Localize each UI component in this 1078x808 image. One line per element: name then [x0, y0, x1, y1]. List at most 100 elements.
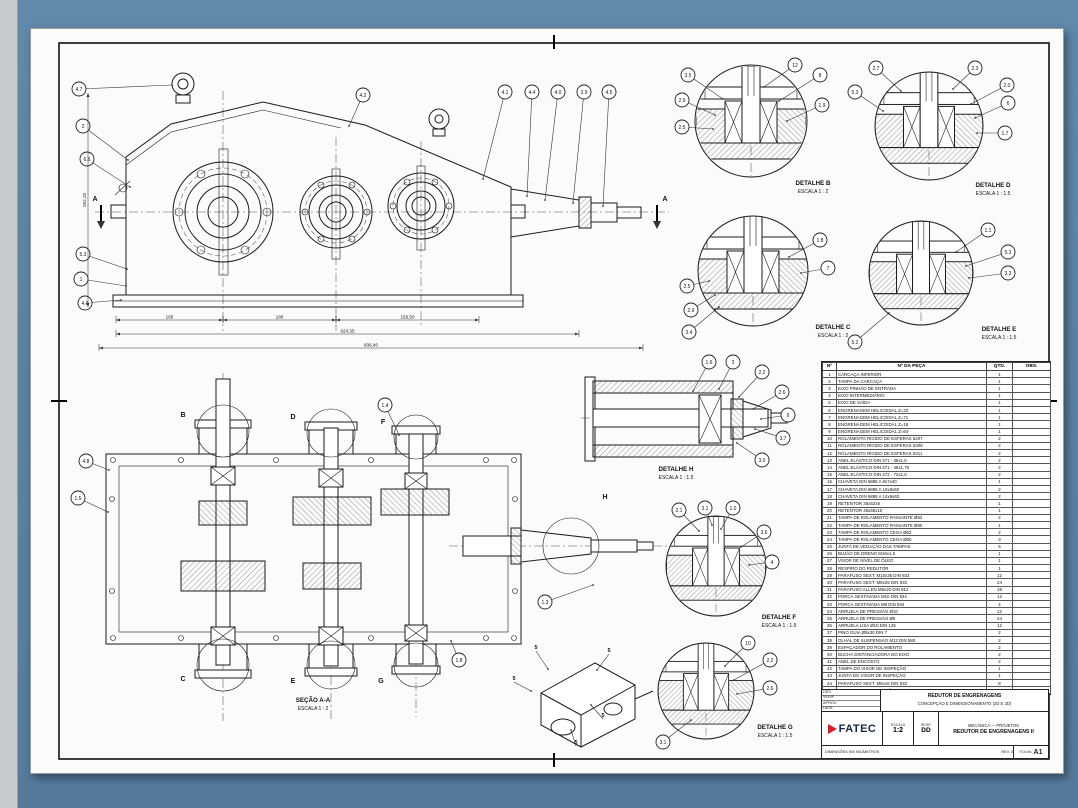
balloon-2.6: 2.6 [736, 680, 778, 696]
svg-text:1.1: 1.1 [985, 228, 992, 234]
balloon-4.0: 4.0 [544, 84, 566, 201]
bom-cell: TAMPA DA CARCAÇA [836, 377, 987, 386]
bom-cell: 43 [822, 671, 837, 681]
bom-cell [1012, 441, 1051, 451]
balloon-6: 6 [974, 95, 1016, 119]
svg-text:165: 165 [166, 314, 174, 319]
svg-text:3.0: 3.0 [759, 458, 766, 464]
svg-text:4.4: 4.4 [529, 90, 536, 96]
bom-cell: 24 [822, 535, 837, 544]
bom-cell: 24 [986, 614, 1013, 623]
bom-cell [1012, 528, 1051, 537]
bom-cell: 1 [986, 671, 1013, 681]
svg-text:DETALHE B: DETALHE B [796, 180, 831, 187]
bom-cell [1012, 679, 1051, 688]
bom-cell [1012, 535, 1051, 544]
detail-letter-H: H [602, 494, 607, 501]
svg-text:4.2: 4.2 [360, 93, 367, 99]
svg-text:ESCALA 1 : 1.5: ESCALA 1 : 1.5 [976, 191, 1011, 197]
bom-cell: 1 [986, 413, 1013, 422]
balloon-1.6: 1.6 [692, 354, 717, 392]
bom-cell: 2 [986, 513, 1013, 522]
bom-cell [1012, 434, 1051, 443]
bom-cell: 1 [986, 405, 1013, 415]
bom-cell [1012, 499, 1051, 508]
bom-cell [1012, 377, 1051, 386]
bom-cell: 25 [822, 542, 837, 551]
bom-cell [1012, 549, 1051, 558]
balloon-2.9: 2.9 [674, 92, 716, 116]
bom-cell [1012, 413, 1051, 422]
bom-cell: 2 [986, 441, 1013, 451]
bom-cell: 11 [822, 441, 837, 451]
bom-cell: 12 [986, 607, 1013, 616]
detail-d-view [874, 71, 984, 181]
detail-letter-B: B [180, 412, 185, 419]
bom-cell: CHAVETA DIN 6885 A 8x7x40 [836, 477, 987, 487]
bom-cell: 9 [822, 427, 837, 436]
bom-cell: EIXO INTERMEDIÁRIO [836, 391, 987, 400]
bom-cell: 2 [986, 456, 1013, 465]
bom-cell: ARRUELA LISA Ø10 DIN 125 [836, 621, 987, 630]
bom-cell: 4 [986, 599, 1013, 609]
svg-text:ESCALA 1 : 2: ESCALA 1 : 2 [798, 189, 829, 195]
bom-cell: ANEL DE ENCOSTO [836, 657, 987, 666]
balloon-2.5: 2.5 [674, 119, 714, 135]
bom-cell: TAMPA DE ROLAMENTO PASSANTE Ø62 [836, 513, 987, 522]
detail-e-view [868, 220, 974, 326]
front-view: A A [92, 72, 669, 331]
svg-text:3.1: 3.1 [660, 740, 667, 746]
bom-cell: 2 [986, 650, 1013, 659]
bom-cell: ENGRENAGEM HELICOIDAL Z=71 [836, 413, 987, 422]
bom-cell: 8 [822, 420, 837, 429]
bom-cell [1012, 477, 1051, 487]
balloon-4.1: 4.1 [482, 84, 513, 180]
bom-cell [1012, 650, 1051, 659]
svg-text:2: 2 [82, 124, 85, 130]
svg-text:5: 5 [574, 740, 577, 746]
bom-cell: 28 [822, 564, 837, 573]
view-label-DETALHE B: DETALHE B ESCALA 1 : 2 [796, 180, 831, 195]
callout-5: 5 [596, 648, 611, 671]
balloon-5.3: 5.3 [847, 84, 884, 112]
bom-cell [1012, 391, 1051, 400]
balloon-2.5: 2.5 [679, 278, 710, 294]
bom-cell: 29 [822, 571, 837, 580]
svg-text:2.6: 2.6 [779, 390, 786, 396]
svg-text:4.8: 4.8 [83, 459, 90, 465]
svg-text:ESCALA 1 : 1.5: ESCALA 1 : 1.5 [982, 335, 1017, 341]
bom-cell: 35 [822, 614, 837, 623]
bom-cell: 1 [986, 391, 1013, 400]
view-label-SEÇÃO A-A: SEÇÃO A-AESCALA 1 : 2 [296, 697, 331, 712]
bom-cell: 1 [986, 377, 1013, 386]
bom-cell [1012, 599, 1051, 609]
bom-cell: TAMPA DE ROLAMENTO PASSANTE Ø80 [836, 520, 987, 530]
callout-5: 5 [590, 704, 605, 720]
window-left-strip [0, 0, 18, 808]
dimension-624,35: 624,35 [115, 328, 580, 337]
bom-cell [1012, 405, 1051, 415]
balloon-1.9: 1.9 [786, 97, 830, 122]
sheet-code: A1 [1033, 748, 1043, 756]
callout-5: 5 [570, 729, 578, 747]
bom-cell: 2 [986, 463, 1013, 472]
scale-caption: ESCALA [890, 723, 906, 727]
svg-text:8: 8 [819, 73, 822, 79]
